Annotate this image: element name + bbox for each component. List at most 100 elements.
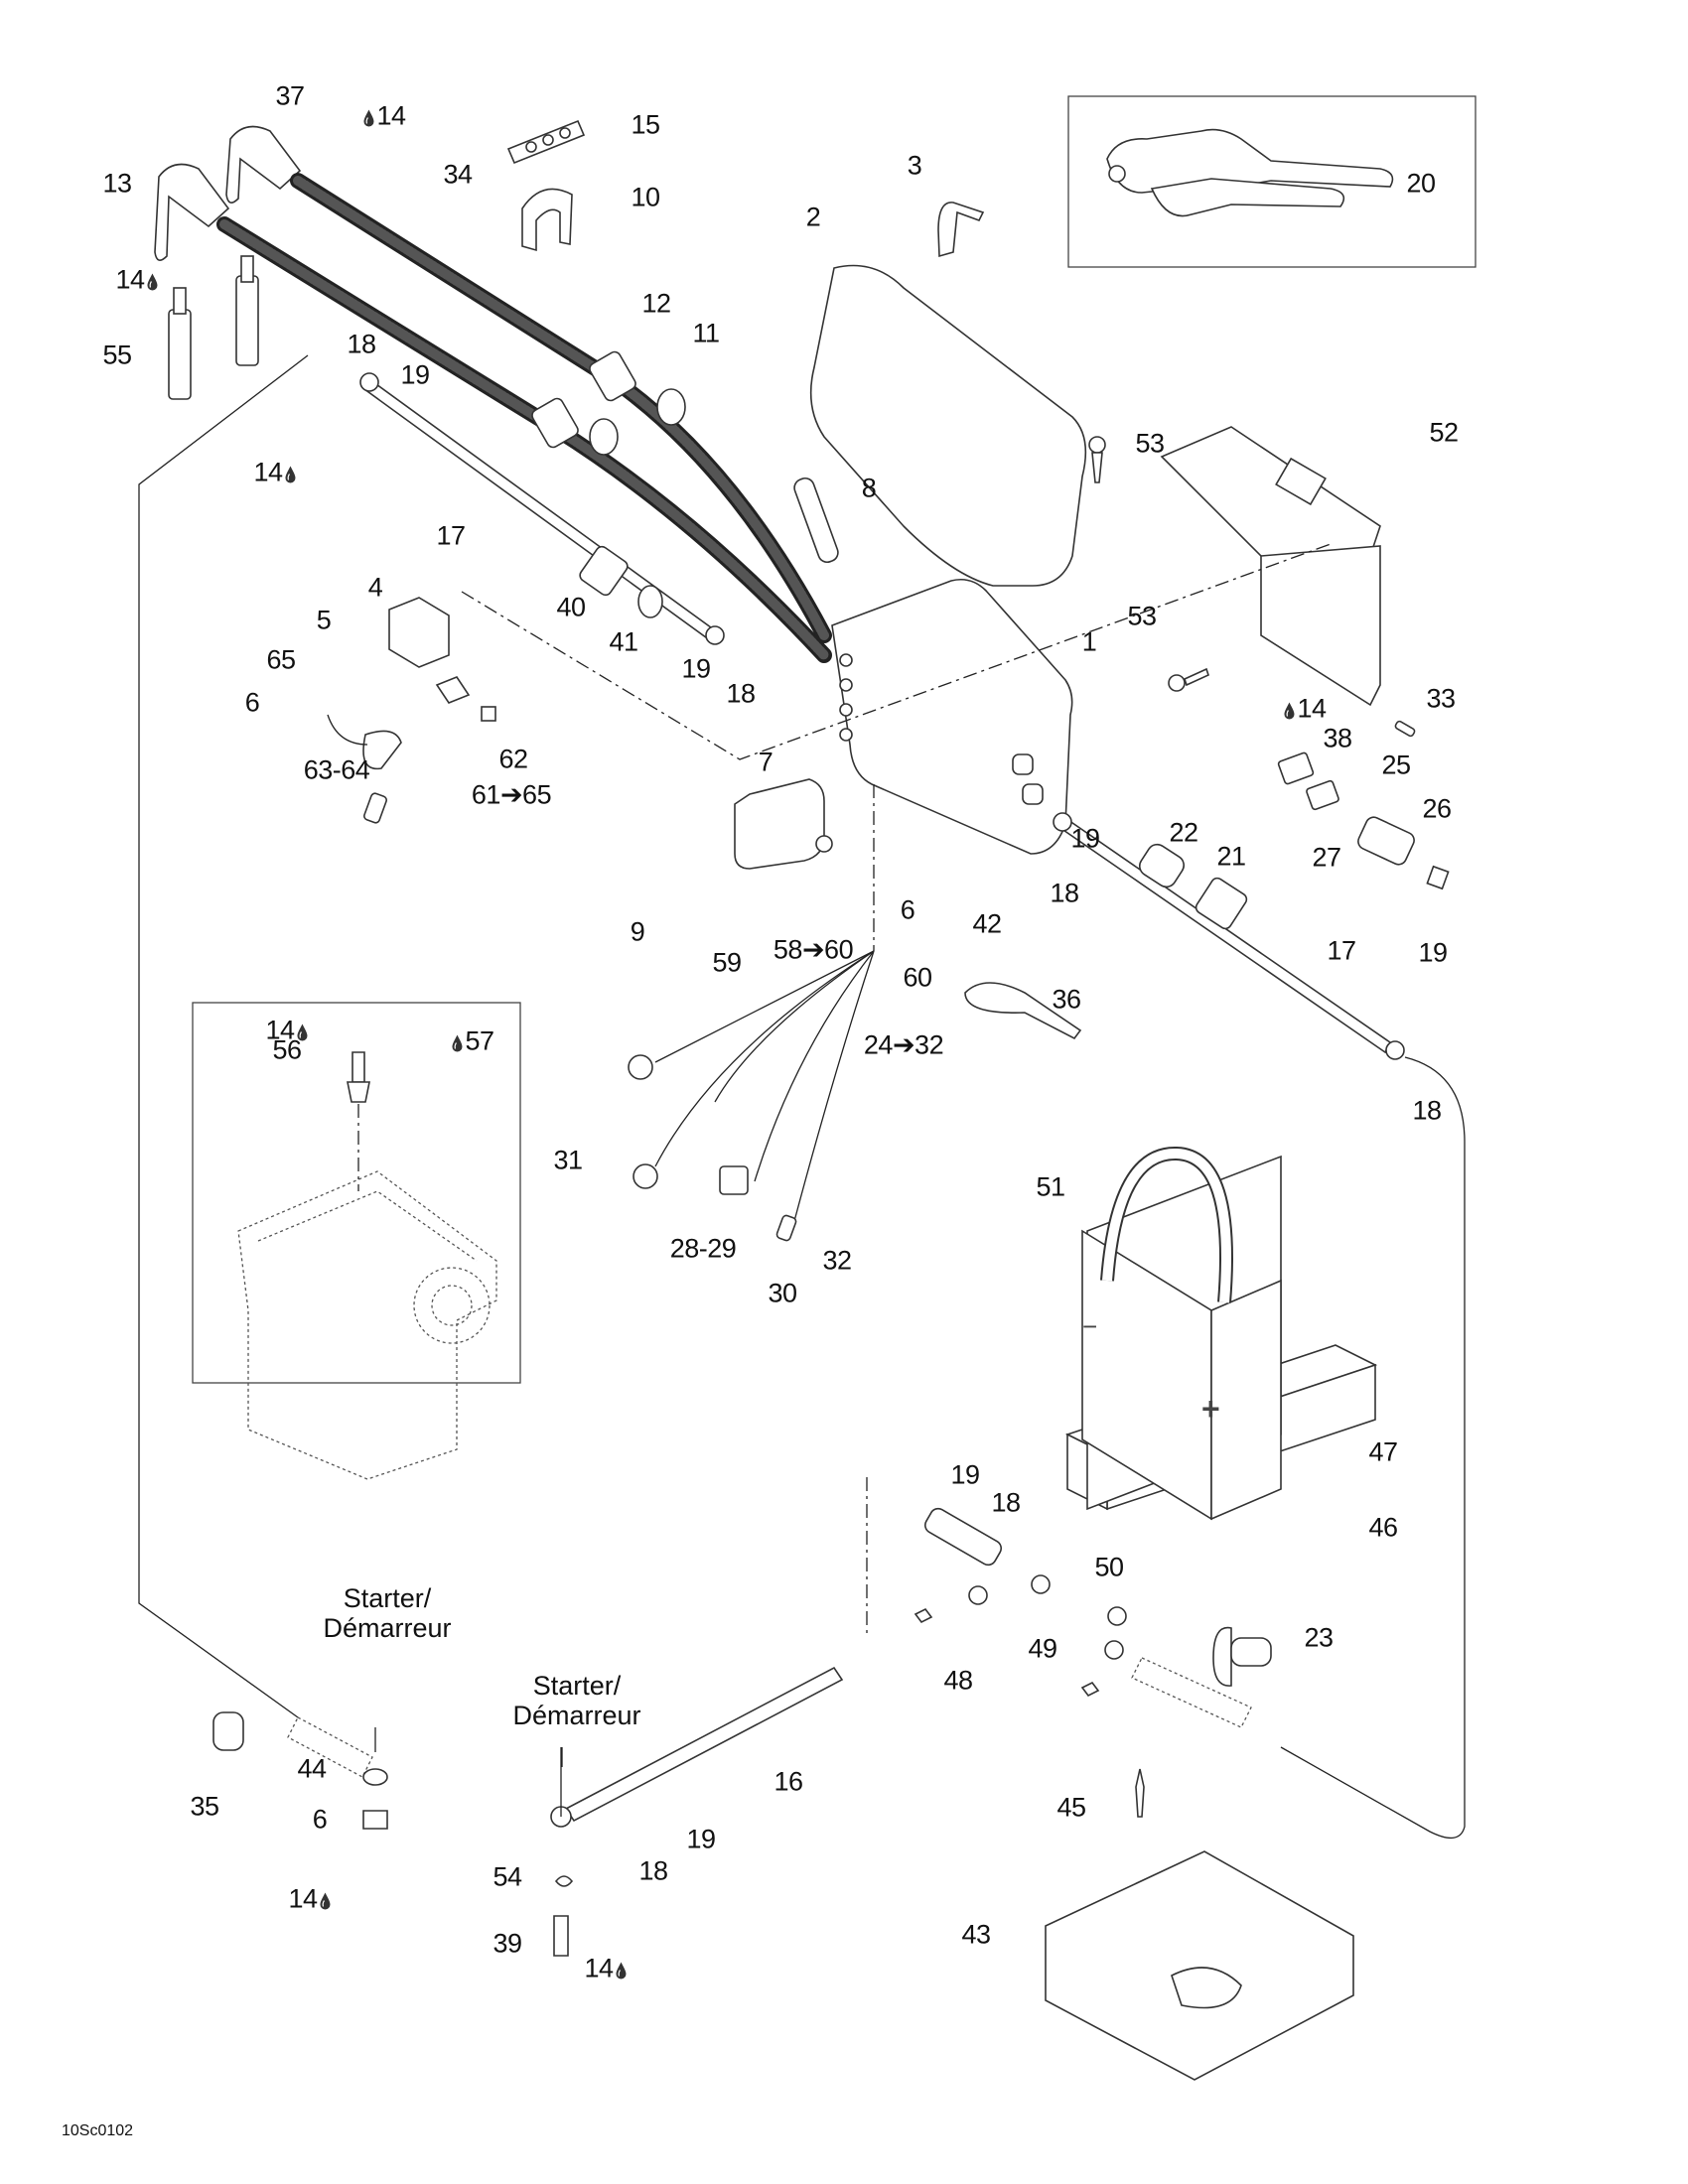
- callout-number: 25: [1381, 750, 1411, 780]
- callout-18f: 18: [638, 1857, 668, 1885]
- spiral-wrap: [793, 477, 839, 564]
- grease-drop-icon: [452, 1034, 463, 1052]
- callout-number: 53: [1127, 601, 1157, 631]
- caption-line-1: Starter/: [343, 1582, 432, 1613]
- callout-number: 47: [1368, 1436, 1398, 1467]
- callout-17b: 17: [1327, 935, 1356, 966]
- callout-number: 39: [492, 1928, 522, 1959]
- callout-20: 20: [1406, 170, 1436, 198]
- callout-number: 7: [758, 747, 774, 777]
- ignition-cables: [216, 173, 832, 663]
- callout-38: 38: [1323, 725, 1352, 752]
- callout-number: 14: [115, 264, 145, 295]
- grease-drop-icon: [297, 1024, 308, 1041]
- callout-number: 50: [1094, 1552, 1124, 1582]
- battery-terminal-hardware: [866, 1477, 1272, 1728]
- ignition-coil: [734, 778, 833, 870]
- grease-drop-icon: [363, 109, 374, 127]
- callout-43: 43: [961, 1921, 991, 1949]
- callout-number: 59: [712, 947, 742, 978]
- callout-40: 40: [556, 594, 586, 621]
- callout-number: 9: [630, 916, 645, 947]
- caption-starter-left: Starter/ Démarreur: [323, 1583, 451, 1643]
- callout-4: 4: [367, 572, 383, 603]
- callout-number: 24➔32: [863, 1029, 944, 1060]
- callout-25: 25: [1381, 750, 1411, 780]
- callout-number: 14: [265, 1015, 295, 1045]
- callout-1: 1: [1081, 626, 1097, 657]
- callout-number: 41: [609, 626, 638, 657]
- callout-number: 15: [631, 109, 660, 140]
- callout-number: 60: [903, 962, 932, 993]
- callout-27: 27: [1312, 844, 1341, 872]
- callout-number: 45: [1056, 1792, 1086, 1823]
- callout-61-65: 61➔65: [472, 781, 552, 809]
- callout-65: 65: [266, 644, 296, 675]
- callout-number: 6: [244, 687, 260, 718]
- ground-cable: [550, 1666, 844, 1957]
- callout-number: 35: [190, 1791, 219, 1822]
- starter-terminal-hardware: [212, 1711, 388, 1830]
- callout-number: 65: [266, 644, 296, 675]
- callout-8: 8: [862, 475, 877, 502]
- battery-assembly: − +: [1064, 1146, 1378, 1521]
- callout-number: 63-64: [303, 754, 370, 785]
- callout-number: 23: [1304, 1622, 1334, 1653]
- callout-14g: 14: [584, 1955, 629, 1982]
- callout-22: 22: [1169, 819, 1198, 847]
- callout-11: 11: [692, 320, 720, 347]
- callout-number: 48: [943, 1665, 973, 1696]
- callout-34: 34: [443, 161, 473, 189]
- callout-58-60: 58➔60: [774, 936, 854, 964]
- callout-number: 14: [288, 1883, 318, 1914]
- callout-60: 60: [903, 962, 932, 993]
- callout-55: 55: [102, 341, 132, 369]
- callout-number: 32: [822, 1245, 852, 1276]
- callout-46: 46: [1368, 1514, 1398, 1542]
- callout-number: 19: [950, 1459, 980, 1490]
- callout-number: 31: [553, 1145, 583, 1175]
- callout-14b: 14: [115, 264, 160, 295]
- callout-number: 28-29: [669, 1233, 737, 1264]
- callout-number: 30: [768, 1278, 797, 1308]
- callout-number: 4: [367, 572, 383, 603]
- callout-14f: 14: [288, 1883, 333, 1914]
- callout-18a: 18: [347, 331, 376, 358]
- callout-number: 33: [1426, 683, 1456, 714]
- battery-negative-mark: −: [1082, 1311, 1097, 1341]
- callout-19b: 19: [681, 655, 711, 683]
- callout-number: 57: [465, 1025, 494, 1056]
- callout-49: 49: [1028, 1635, 1057, 1663]
- grease-drop-icon: [1284, 702, 1295, 720]
- callout-number: 56: [272, 1034, 302, 1065]
- support-bracket: [1160, 426, 1381, 707]
- callout-number: 17: [1327, 935, 1356, 966]
- callout-number: 1: [1081, 626, 1097, 657]
- callout-18c: 18: [1050, 878, 1079, 908]
- callout-14d: 14: [1281, 693, 1327, 724]
- callout-21: 21: [1216, 843, 1246, 871]
- push-rivets: [1088, 436, 1209, 692]
- callout-number: 52: [1429, 417, 1459, 448]
- callout-number: 53: [1135, 428, 1165, 459]
- callout-30: 30: [768, 1278, 797, 1308]
- callout-53a: 53: [1135, 428, 1165, 459]
- callout-number: 16: [774, 1766, 803, 1797]
- battery-positive-mark: +: [1201, 1391, 1220, 1427]
- callout-47: 47: [1368, 1436, 1398, 1467]
- callout-50: 50: [1094, 1552, 1124, 1582]
- callout-number: 14: [1297, 693, 1327, 724]
- callout-number: 18: [1050, 878, 1079, 908]
- callout-19d: 19: [1418, 939, 1448, 967]
- grease-drop-icon: [616, 1962, 627, 1979]
- caption-line-2: Démarreur: [512, 1701, 641, 1730]
- callout-number: 18: [991, 1487, 1021, 1518]
- negative-cable: [359, 372, 725, 645]
- callout-23: 23: [1304, 1622, 1334, 1653]
- callout-18b: 18: [726, 680, 756, 708]
- positive-cable: [1053, 812, 1405, 1060]
- callout-number: 12: [641, 288, 671, 319]
- callout-10: 10: [631, 184, 660, 211]
- callout-number: 44: [297, 1753, 327, 1784]
- callout-number: 19: [400, 359, 430, 390]
